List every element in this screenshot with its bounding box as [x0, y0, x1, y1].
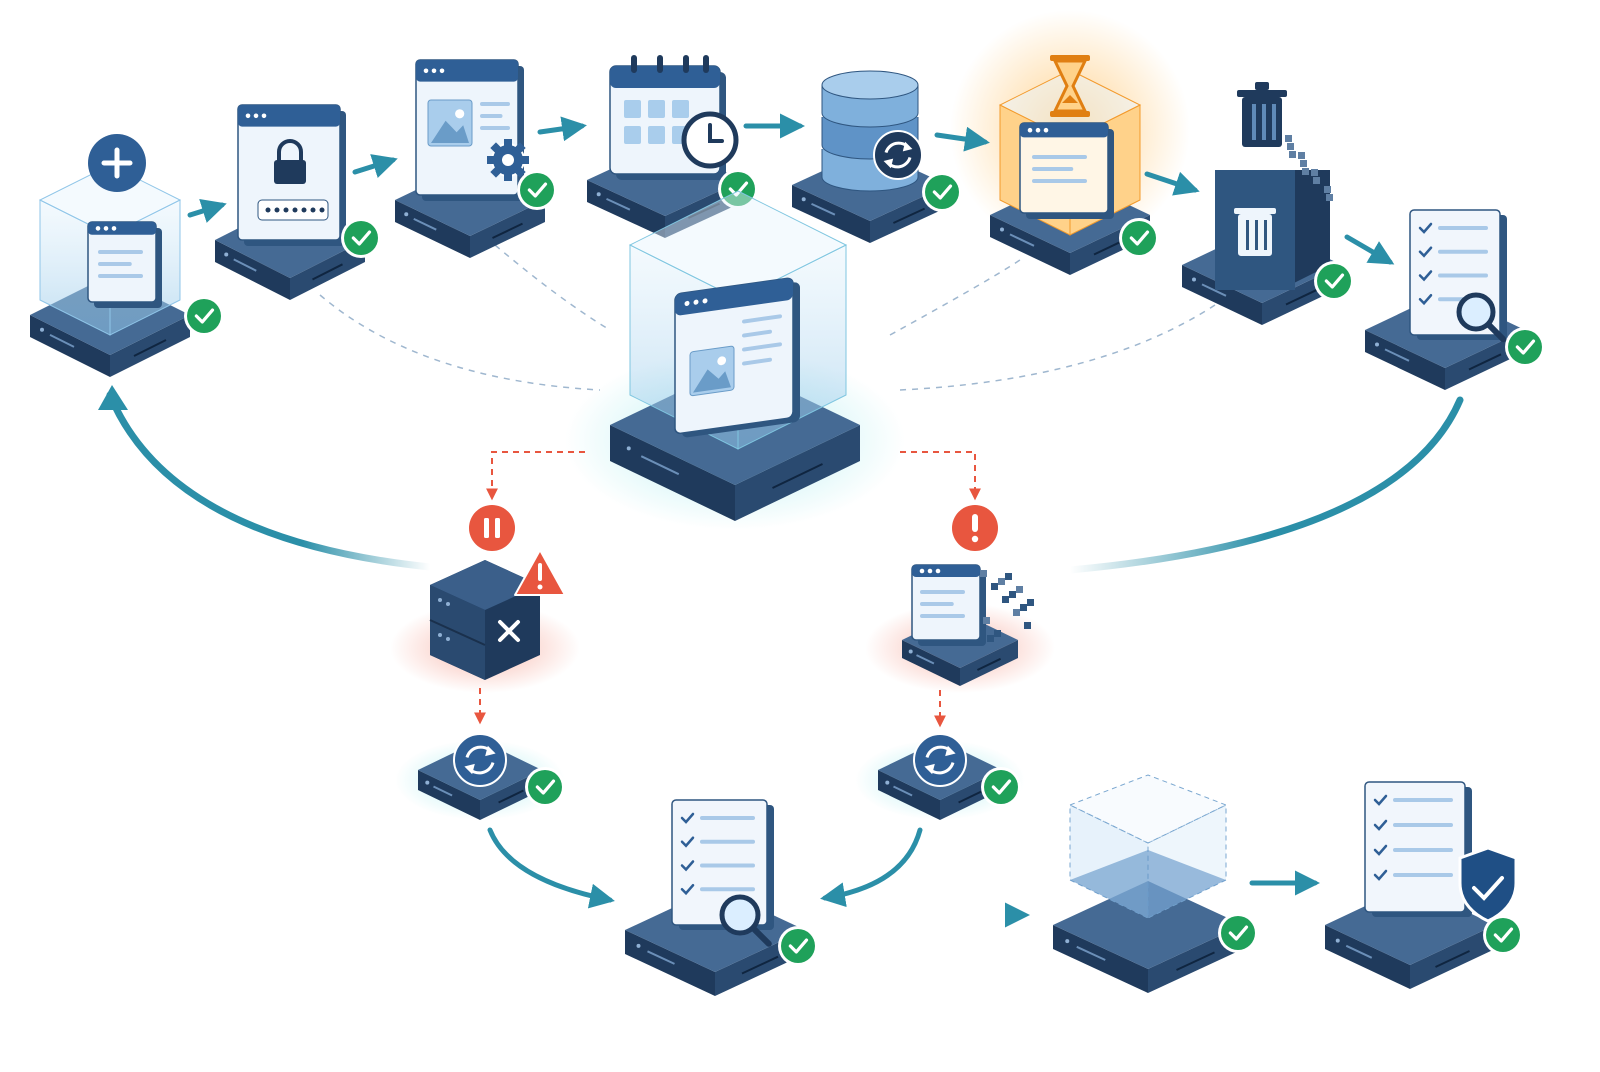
node-retry-right: [855, 733, 1025, 820]
return-arc-left: [106, 391, 434, 571]
warning-icon: [514, 549, 566, 596]
node-sync-database: [792, 70, 962, 243]
node-secure-verified: [1325, 781, 1523, 989]
hub-connector-lines: [319, 244, 1216, 391]
node-create: [30, 134, 224, 377]
lock-icon: [274, 139, 306, 184]
success-check-icon: [520, 173, 554, 207]
success-check-icon: [721, 172, 755, 206]
success-check-icon: [1221, 916, 1255, 950]
node-authenticate: [215, 104, 381, 300]
plus-icon: [88, 134, 146, 192]
trash-icon: [1237, 82, 1287, 147]
arrow-auth-to-configure: [352, 154, 398, 178]
success-check-icon: [984, 770, 1018, 804]
trash-icon-small: [1234, 208, 1276, 256]
arrow-retry-right-to-review: [820, 827, 923, 908]
window-pixel-icon: [911, 564, 1034, 646]
arrow-retry-left-to-review: [487, 827, 615, 909]
arrow-configure-to-schedule: [537, 116, 587, 142]
success-check-icon: [1486, 918, 1520, 952]
success-check-icon: [925, 175, 959, 209]
server-error-icon: [429, 560, 540, 680]
node-data-corruption: [865, 505, 1055, 693]
success-check-icon: [187, 299, 221, 333]
node-review-bottom: [625, 799, 818, 996]
success-check-icon: [781, 929, 815, 963]
hourglass-icon: [1050, 55, 1090, 117]
node-central-hub: [565, 190, 905, 530]
clock-icon: [681, 111, 739, 169]
arrow-hub-to-corruption: [900, 451, 981, 501]
node-retry-left: [395, 733, 565, 820]
arrow-pending-to-delete: [1144, 171, 1200, 196]
success-check-icon: [528, 770, 562, 804]
gear-icon: [487, 139, 529, 181]
alert-icon: [952, 505, 998, 551]
node-delete: [1182, 82, 1354, 325]
node-review-top: [1365, 209, 1545, 390]
success-check-icon: [1317, 264, 1351, 298]
node-server-failure: [390, 505, 580, 693]
node-pending-wait: [950, 10, 1190, 275]
pause-icon: [469, 505, 515, 551]
empty-cube-icon: [1068, 774, 1228, 919]
window-image-icon: [674, 277, 800, 438]
arrow-hub-to-failure: [486, 451, 585, 501]
arrow-delete-to-review: [1344, 234, 1395, 265]
arrow-create-to-auth: [187, 199, 227, 223]
success-check-icon: [1508, 330, 1542, 364]
node-configure: [395, 59, 557, 258]
node-schedule: [587, 55, 758, 238]
success-check-icon: [344, 221, 378, 255]
success-check-icon: [1122, 221, 1156, 255]
arrow-sync-to-pending: [934, 126, 990, 152]
node-empty-container: [1053, 774, 1258, 993]
return-arc-right: [1066, 396, 1464, 574]
shield-icon: [1458, 846, 1518, 923]
